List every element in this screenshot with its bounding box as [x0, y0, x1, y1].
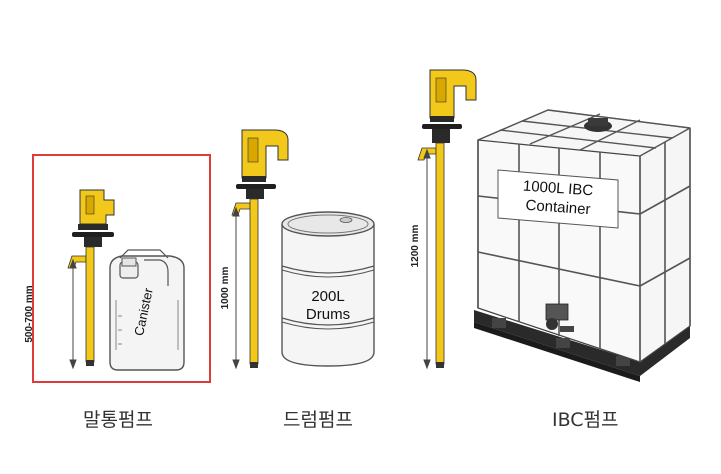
- drum-label-line2: Drums: [305, 306, 351, 323]
- caption-canister-pump[interactable]: 말통펌프: [83, 409, 153, 431]
- drum-pump[interactable]: [231, 129, 289, 368]
- canister-container: [109, 249, 185, 371]
- drum-container: [281, 211, 375, 367]
- height-label-drum: 1000 mm: [220, 266, 231, 310]
- ibc-pump[interactable]: [417, 69, 477, 368]
- canister-pump[interactable]: [67, 189, 115, 366]
- caption-ibc-pump[interactable]: IBC펌프: [552, 409, 619, 431]
- height-dimension-2: [232, 206, 240, 370]
- height-dimension-3: [423, 148, 431, 370]
- caption-drum-pump[interactable]: 드럼펌프: [283, 409, 353, 431]
- height-label-ibc: 1200 mm: [410, 224, 421, 268]
- drum-label-line1: 200L: [311, 288, 345, 305]
- height-dimension-1: [69, 258, 77, 370]
- height-label-canister: 500-700 mm: [24, 285, 35, 343]
- ibc-container: [474, 109, 691, 382]
- selection-frame: [32, 154, 211, 383]
